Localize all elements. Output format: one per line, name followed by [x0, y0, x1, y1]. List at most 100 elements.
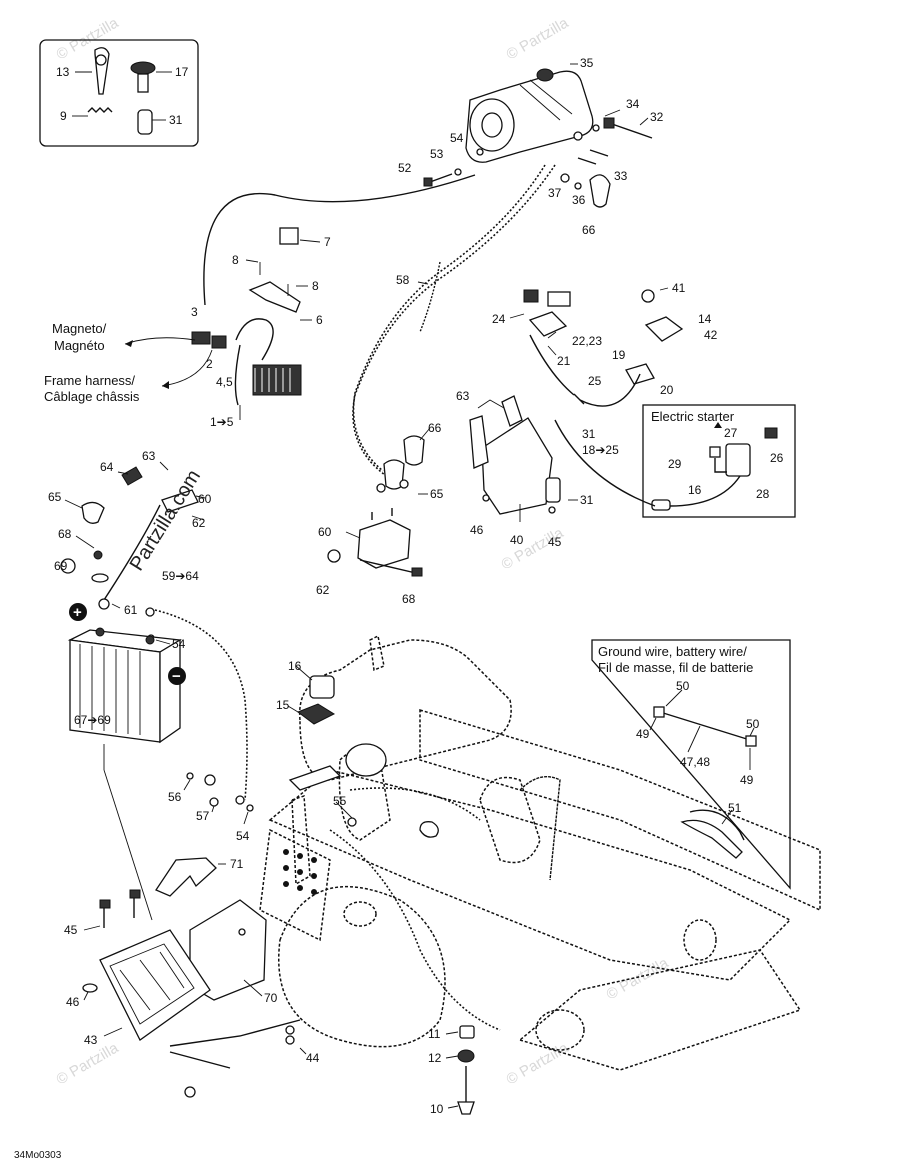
callout-56: 56 [168, 790, 182, 804]
stud-assembly: 11 12 10 [428, 1025, 475, 1116]
callout-15: 15 [276, 698, 290, 712]
boot-part [403, 435, 425, 466]
callout-18-to-25: 31 [582, 427, 596, 441]
callout-39: 65 [430, 487, 444, 501]
callout-47-48: 47,48 [680, 755, 710, 769]
mounting-bracket [248, 281, 301, 313]
callout-66: 66 [428, 421, 442, 435]
crimp-tool-part [680, 819, 743, 859]
callout-62: 62 [192, 516, 206, 530]
callout-41: 41 [672, 281, 686, 295]
callout-44: 44 [306, 1051, 320, 1065]
reference-code: 34Mo0303 [14, 1150, 62, 1161]
callout-51: 51 [728, 801, 742, 815]
callout-26: 28 [756, 487, 770, 501]
callout-8: 8 [312, 279, 319, 293]
callout-31: 63 [456, 389, 470, 403]
callout-4-5: 4,5 [216, 375, 233, 389]
inset-frame [39, 39, 199, 147]
switch-part [309, 675, 335, 699]
callout-65: 65 [48, 490, 62, 504]
callout-11: 11 [428, 1027, 441, 1041]
regulator-assembly: 7 8 8 3 6 2 4,5 1➔5 Magneto/ Magnéto Fra… [44, 227, 331, 429]
callout-54: 54 [450, 131, 464, 145]
minus-terminal-icon [168, 667, 186, 685]
callout-16: 16 [288, 659, 302, 673]
electric-starter-title: Electric starter [651, 409, 735, 424]
push-rivet-shank [137, 73, 149, 93]
callout-3: 3 [191, 305, 198, 319]
callout-1-to-5: 1➔5 [210, 415, 234, 429]
callout-59-to-64: 59➔64 [162, 569, 199, 583]
fuel-tank-outline [278, 885, 446, 1048]
callout-45: 45 [548, 535, 562, 549]
callout-7: 7 [324, 235, 331, 249]
callout-57: 57 [196, 809, 210, 823]
mounting-plate-part [481, 417, 553, 515]
callout-33: 33 [614, 169, 628, 183]
callout-19: 19 [612, 348, 626, 362]
connector-part [191, 331, 211, 345]
callout-30: 27 [724, 426, 738, 440]
callout-34: 34 [626, 97, 640, 111]
starter-motor-assembly: 35 34 32 54 53 52 33 37 36 66 [398, 56, 664, 237]
callout-38: 60 [318, 525, 332, 539]
callout-66: 66 [582, 223, 596, 237]
clip-part [279, 227, 299, 245]
grommet-part [459, 1025, 475, 1039]
callout-50: 50 [676, 679, 690, 693]
callout-24: 24 [492, 312, 506, 326]
callout-53: 53 [430, 147, 444, 161]
relay-assembly: 41 24 22,23 21 14 42 19 20 25 31 18➔25 [492, 281, 718, 457]
callout-42: 42 [704, 328, 718, 342]
callout-49: 49 [740, 773, 754, 787]
minus-sign: − [172, 668, 181, 685]
callout-35: 35 [580, 56, 594, 70]
callout-10: 10 [430, 1102, 444, 1116]
starter-cables: 58 [203, 164, 556, 476]
callout-29: 26 [770, 451, 784, 465]
callout-49: 49 [636, 727, 650, 741]
plus-sign: + [73, 604, 82, 621]
callout-46: 46 [66, 995, 80, 1009]
callout-12: 12 [428, 1051, 442, 1065]
callout-55: 55 [333, 794, 347, 808]
callout-32: 32 [650, 110, 664, 124]
magneto-note: Magneto/ [52, 321, 107, 336]
callout-68: 68 [58, 527, 72, 541]
starter-relay-part [725, 443, 751, 477]
callout-50: 50 [746, 717, 760, 731]
callout-14: 14 [698, 312, 712, 326]
callout-54: 54 [236, 829, 250, 843]
battery-side [159, 638, 181, 744]
cable-tip-part [121, 466, 143, 486]
callout-71: 71 [230, 857, 244, 871]
stud-part [457, 1101, 475, 1115]
push-rivet-part [130, 61, 156, 75]
callout-31: 31 [580, 493, 594, 507]
mounting-plate-assembly: 63 46 40 45 31 [456, 389, 594, 549]
switch-base-part [296, 703, 336, 725]
watermark-text: © Partzilla [504, 1039, 572, 1088]
callout-37: 37 [548, 186, 562, 200]
callout-36: 36 [572, 193, 586, 207]
terminal-boot-part [81, 501, 105, 524]
callout-17: 17 [175, 65, 189, 79]
terminal-boot-part [589, 174, 611, 208]
frame-harness-note: Frame harness/ [44, 373, 135, 388]
callout-61: 61 [124, 603, 138, 617]
callout-46: 62 [316, 583, 330, 597]
callout-9: 9 [60, 109, 67, 123]
callout-52: 52 [398, 161, 412, 175]
callout-25: 25 [588, 374, 602, 388]
electric-starter-box: Electric starter 27 29 26 28 16 [554, 404, 796, 518]
ground-wire-title: Fil de masse, fil de batterie [598, 660, 753, 675]
callout-58: 58 [396, 273, 410, 287]
callout-31: 31 [169, 113, 183, 127]
callout-45: 68 [402, 592, 416, 606]
callout-54: 54 [172, 637, 186, 651]
callout-45: 45 [64, 923, 78, 937]
callout-69: 69 [54, 559, 68, 573]
terminal-part [523, 289, 539, 303]
callout-13: 13 [56, 65, 70, 79]
